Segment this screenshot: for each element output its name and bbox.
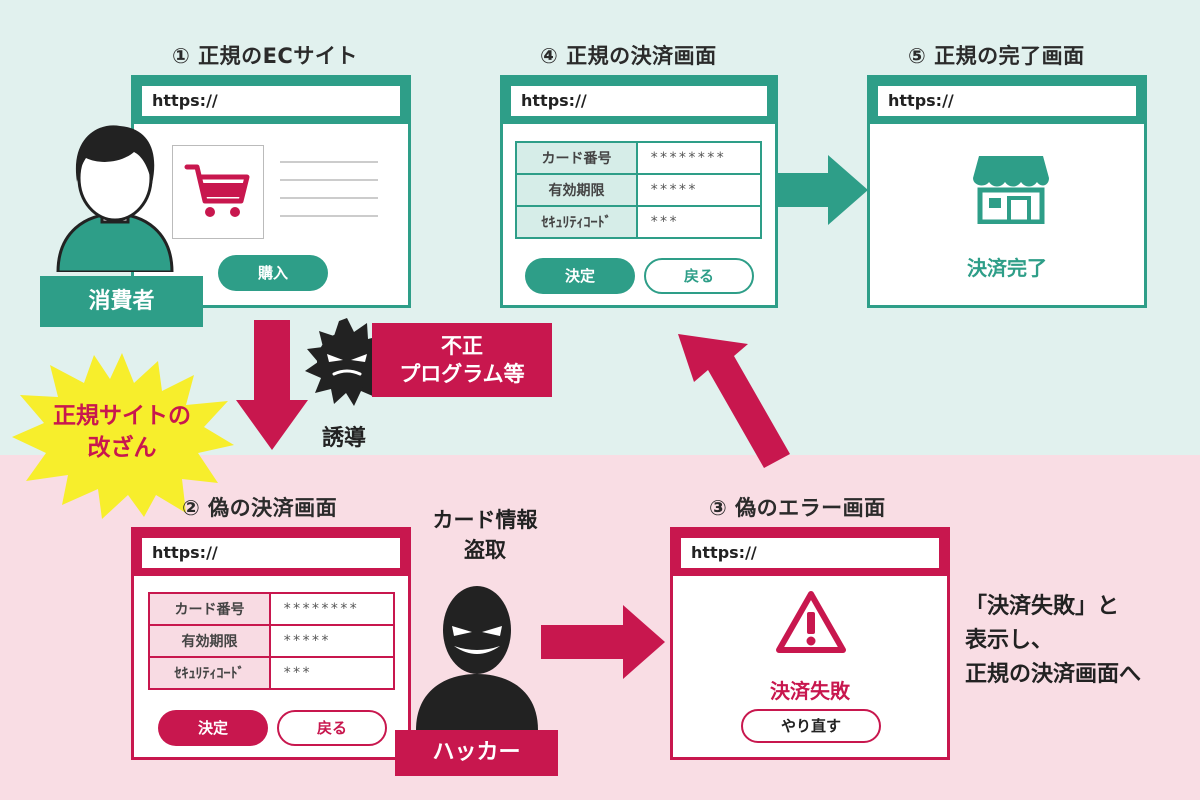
form-row: カード番号 ******** xyxy=(148,592,395,626)
product-image xyxy=(172,145,264,239)
step2-title: ② 偽の決済画面 xyxy=(182,496,338,520)
step3-title: ③ 偽のエラー画面 xyxy=(709,496,886,520)
theft-label: カード情報 盗取 xyxy=(410,505,560,565)
buy-button[interactable]: 購入 xyxy=(218,255,328,291)
form-row: 有効期限 ***** xyxy=(148,624,395,658)
person-icon xyxy=(56,125,174,272)
theft-line2: 盗取 xyxy=(464,538,506,562)
field-label: ｾｷｭﾘﾃｨｺｰﾄﾞ xyxy=(515,205,638,239)
tamper-line2: 改ざん xyxy=(87,435,157,461)
step4-title: ④ 正規の決済画面 xyxy=(540,44,717,68)
redirect-label: 誘導 xyxy=(322,426,367,451)
theft-line1: カード情報 xyxy=(432,508,538,532)
expiry-field[interactable]: ***** xyxy=(269,624,395,658)
back-button[interactable]: 戻る xyxy=(644,258,754,294)
payment-form: カード番号 ******** 有効期限 ***** ｾｷｭﾘﾃｨｺｰﾄﾞ *** xyxy=(515,141,762,239)
security-code-field[interactable]: *** xyxy=(269,656,395,690)
form-row: ｾｷｭﾘﾃｨｺｰﾄﾞ *** xyxy=(148,656,395,690)
tamper-label: 正規サイトの 改ざん xyxy=(16,400,228,464)
expiry-field[interactable]: ***** xyxy=(636,173,762,207)
tamper-line1: 正規サイトの xyxy=(53,403,191,429)
url-bar: https:// xyxy=(134,78,408,124)
field-label: 有効期限 xyxy=(148,624,271,658)
store-icon xyxy=(973,156,1049,224)
field-label: カード番号 xyxy=(148,592,271,626)
arrow-right-icon xyxy=(541,605,665,679)
card-number-field[interactable]: ******** xyxy=(636,141,762,175)
burst-icon xyxy=(12,353,234,519)
step4-window: https:// カード番号 ******** 有効期限 ***** ｾｷｭﾘﾃ… xyxy=(500,75,778,308)
url-field[interactable]: https:// xyxy=(511,86,767,116)
step2-window: https:// カード番号 ******** 有効期限 ***** ｾｷｭﾘﾃ… xyxy=(131,527,411,760)
step5-window: https:// 決済完了 xyxy=(867,75,1147,308)
confirm-button[interactable]: 決定 xyxy=(158,710,268,746)
text-line xyxy=(280,161,378,163)
arrow-right-icon xyxy=(778,155,868,225)
url-bar: https:// xyxy=(503,78,775,124)
cart-icon xyxy=(184,164,250,217)
warning-icon xyxy=(776,591,846,653)
hacker-label: ハッカー xyxy=(395,730,558,776)
hacker-icon xyxy=(416,586,538,730)
note-text: 「決済失敗」と 表示し、 正規の決済画面へ xyxy=(965,590,1141,692)
note-line2: 表示し、 xyxy=(965,628,1054,653)
text-line xyxy=(280,197,378,199)
url-field[interactable]: https:// xyxy=(142,86,400,116)
arrow-down-icon xyxy=(236,320,308,450)
url-field[interactable]: https:// xyxy=(142,538,400,568)
form-row: 有効期限 ***** xyxy=(515,173,762,207)
note-line3: 正規の決済画面へ xyxy=(965,662,1142,687)
completion-message: 決済完了 xyxy=(967,256,1047,280)
field-label: 有効期限 xyxy=(515,173,638,207)
form-row: カード番号 ******** xyxy=(515,141,762,175)
url-bar: https:// xyxy=(673,530,947,576)
virus-icon xyxy=(305,318,391,406)
fake-payment-form: カード番号 ******** 有効期限 ***** ｾｷｭﾘﾃｨｺｰﾄﾞ *** xyxy=(148,592,395,690)
security-code-field[interactable]: *** xyxy=(636,205,762,239)
step3-window: https:// 決済失敗 やり直す xyxy=(670,527,950,760)
text-line xyxy=(280,215,378,217)
field-label: カード番号 xyxy=(515,141,638,175)
note-line1: 「決済失敗」と xyxy=(965,594,1120,619)
malware-line2: プログラム等 xyxy=(399,362,525,386)
url-bar: https:// xyxy=(870,78,1144,124)
malware-line1: 不正 xyxy=(441,334,483,358)
consumer-label: 消費者 xyxy=(40,276,203,327)
confirm-button[interactable]: 決定 xyxy=(525,258,635,294)
url-bar: https:// xyxy=(134,530,408,576)
form-row: ｾｷｭﾘﾃｨｺｰﾄﾞ *** xyxy=(515,205,762,239)
field-label: ｾｷｭﾘﾃｨｺｰﾄﾞ xyxy=(148,656,271,690)
malware-label: 不正 プログラム等 xyxy=(372,323,552,397)
text-line xyxy=(280,179,378,181)
step1-title: ① 正規のECサイト xyxy=(172,44,358,68)
url-field[interactable]: https:// xyxy=(878,86,1136,116)
arrow-up-icon xyxy=(678,334,790,468)
retry-button[interactable]: やり直す xyxy=(741,709,881,743)
error-message: 決済失敗 xyxy=(770,679,850,703)
card-number-field[interactable]: ******** xyxy=(269,592,395,626)
step5-title: ⑤ 正規の完了画面 xyxy=(908,44,1085,68)
step1-window: https:// 購入 xyxy=(131,75,411,308)
url-field[interactable]: https:// xyxy=(681,538,939,568)
back-button[interactable]: 戻る xyxy=(277,710,387,746)
